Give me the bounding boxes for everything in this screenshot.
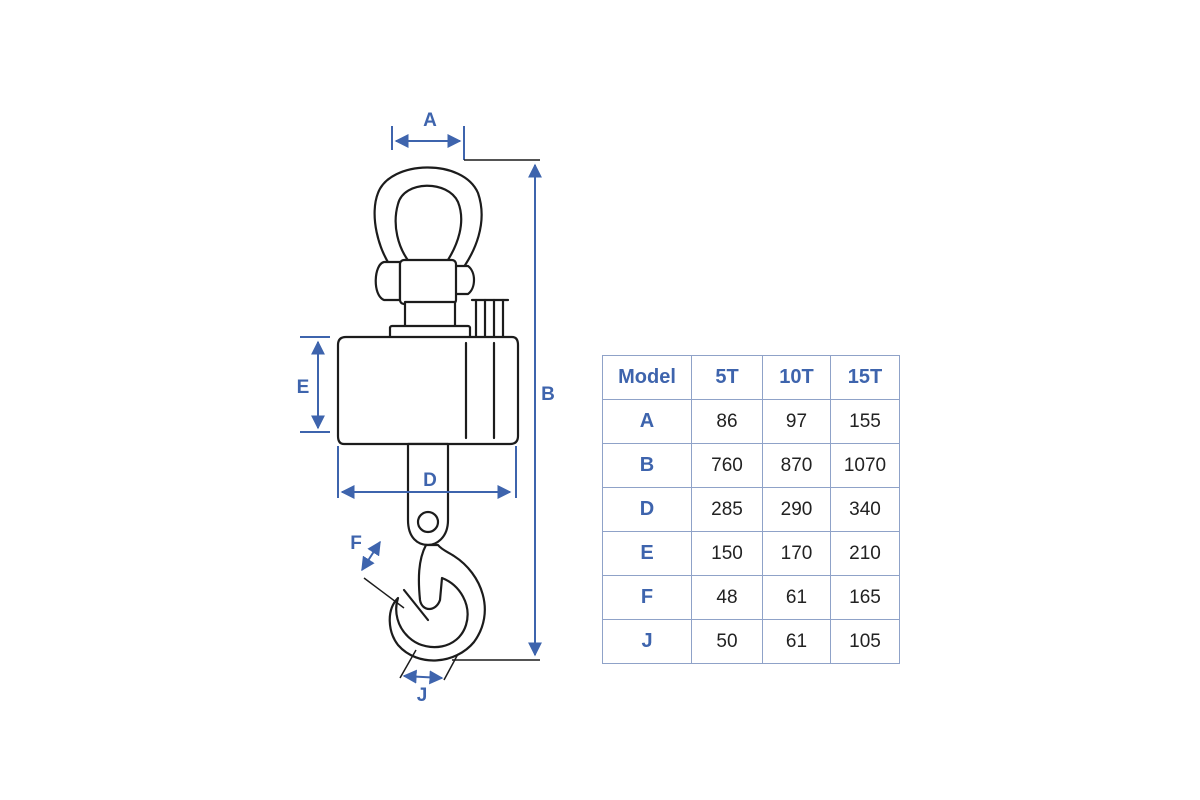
crane-scale-drawing — [336, 166, 520, 662]
table-row: J 50 61 105 — [602, 619, 900, 664]
dim-label-e: E — [297, 377, 310, 398]
shackle-bolt-right — [452, 264, 476, 296]
swivel-neck — [403, 300, 457, 330]
shank-eye — [416, 510, 440, 534]
table-cell: 165 — [830, 575, 900, 620]
table-cell: 285 — [691, 487, 763, 532]
table-cell: 1070 — [830, 443, 900, 488]
table-cell: 48 — [691, 575, 763, 620]
shackle-pin-block — [398, 258, 458, 306]
table-row: D 285 290 340 — [602, 487, 900, 532]
table-row: E 150 170 210 — [602, 531, 900, 576]
hook — [388, 543, 486, 662]
dim-label-d: D — [423, 470, 437, 491]
table-cell: 150 — [691, 531, 763, 576]
table-cell: 870 — [762, 443, 831, 488]
table-cell: 340 — [830, 487, 900, 532]
table-cell: 155 — [830, 399, 900, 444]
table-cell: 210 — [830, 531, 900, 576]
row-label: A — [602, 399, 692, 444]
row-label: B — [602, 443, 692, 488]
dimension-table: Model 5T 10T 15T A 86 97 155 B 760 870 1… — [602, 355, 900, 664]
shackle-ring — [373, 166, 483, 277]
table-cell: 290 — [762, 487, 831, 532]
table-header-row: Model 5T 10T 15T — [602, 355, 900, 400]
scale-body — [336, 335, 520, 446]
table-row: B 760 870 1070 — [602, 443, 900, 488]
dim-label-b: B — [541, 384, 555, 405]
row-label: F — [602, 575, 692, 620]
header-5t: 5T — [691, 355, 763, 400]
table-cell: 97 — [762, 399, 831, 444]
table-cell: 105 — [830, 619, 900, 664]
table-row: F 48 61 165 — [602, 575, 900, 620]
header-model: Model — [602, 355, 692, 400]
hook-latch — [402, 588, 430, 622]
row-label: E — [602, 531, 692, 576]
table-cell: 760 — [691, 443, 763, 488]
table-cell: 86 — [691, 399, 763, 444]
table-cell: 50 — [691, 619, 763, 664]
row-label: J — [602, 619, 692, 664]
antenna-rods — [470, 298, 510, 340]
dim-label-a: A — [423, 110, 437, 131]
header-15t: 15T — [830, 355, 900, 400]
dim-label-f: F — [350, 533, 362, 554]
shackle-bolt-left — [374, 260, 402, 302]
dim-label-j: J — [417, 685, 428, 706]
dimension-lines — [300, 126, 542, 685]
table-row: A 86 97 155 — [602, 399, 900, 444]
table-cell: 61 — [762, 575, 831, 620]
dim-j-line — [402, 669, 444, 685]
dim-f-line — [361, 540, 381, 572]
header-10t: 10T — [762, 355, 831, 400]
table-cell: 170 — [762, 531, 831, 576]
row-label: D — [602, 487, 692, 532]
table-cell: 61 — [762, 619, 831, 664]
